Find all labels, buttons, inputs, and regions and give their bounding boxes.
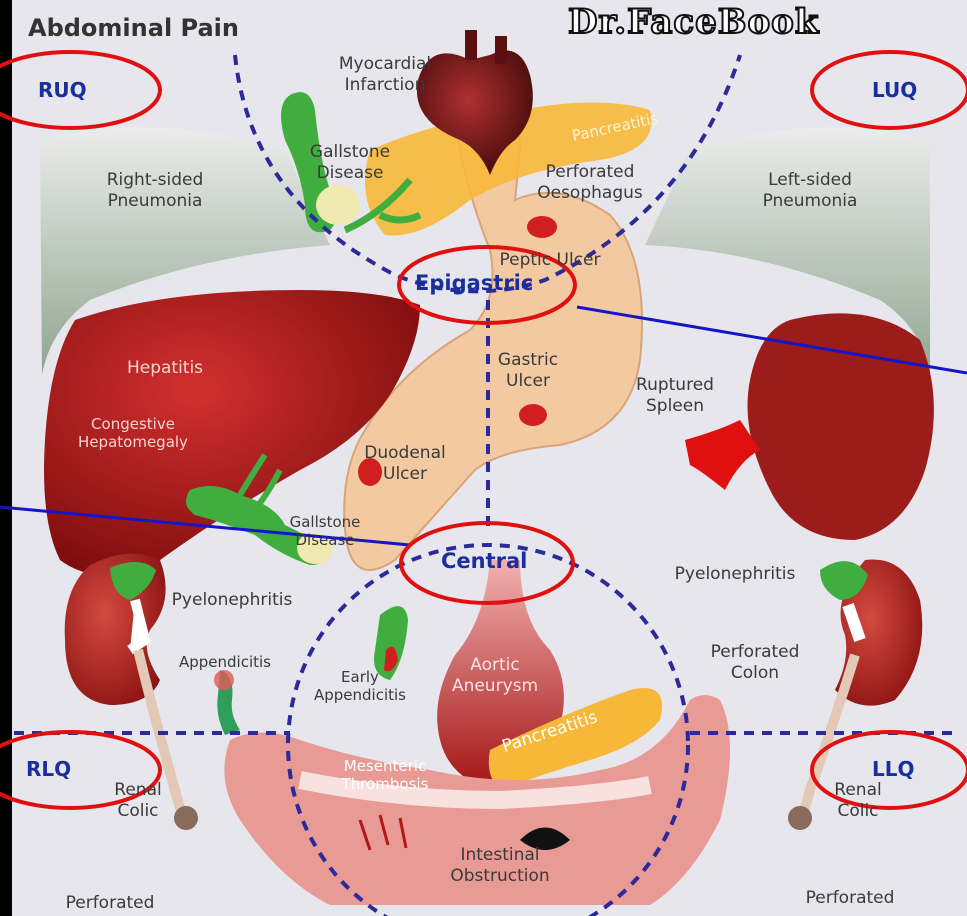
label-mesenteric-thrombosis: Mesenteric Thrombosis <box>320 757 450 793</box>
label-duodenal-ulcer: Duodenal Ulcer <box>350 443 460 485</box>
label-perforated-oesophagus: Perforated Oesophagus <box>525 162 655 204</box>
label-perforated-bottom-right: Perforated <box>790 888 910 909</box>
gallstone-top <box>316 185 360 225</box>
label-hepatitis: Hepatitis <box>110 358 220 379</box>
label-early-appendicitis: Early Appendicitis <box>295 668 425 704</box>
label-gastric-ulcer: Gastric Ulcer <box>478 350 578 392</box>
label-gallstone-disease-mid: Gallstone Disease <box>275 513 375 549</box>
label-perforated-bottom-left: Perforated <box>50 893 170 914</box>
label-appendicitis: Appendicitis <box>165 653 285 671</box>
region-ruq: RUQ <box>38 78 87 102</box>
page-title: Abdominal Pain <box>28 14 239 42</box>
label-pyelonephritis-left: Pyelonephritis <box>655 564 815 585</box>
brand-logo: Dr.FaceBook <box>568 2 819 42</box>
label-peptic-ulcer: Peptic Ulcer <box>485 250 615 271</box>
gastric-ulcer-spot <box>519 404 547 426</box>
peptic-ulcer-spot <box>527 216 557 238</box>
label-pyelonephritis-right: Pyelonephritis <box>152 590 312 611</box>
region-llq: LLQ <box>872 757 915 781</box>
appendix-inflamed <box>214 670 234 690</box>
label-renal-colic-left: Renal Colic <box>808 780 908 822</box>
label-gallstone-disease-top: Gallstone Disease <box>300 142 400 184</box>
label-renal-colic-right: Renal Colic <box>88 780 188 822</box>
region-rlq: RLQ <box>26 757 71 781</box>
label-myocardial-infarction: Myocardial Infarction <box>330 54 440 96</box>
heart-vessel-2 <box>495 36 507 64</box>
label-intestinal-obstruction: Intestinal Obstruction <box>430 845 570 887</box>
label-ruptured-spleen: Ruptured Spleen <box>620 375 730 417</box>
label-aortic-aneurysm: Aortic Aneurysm <box>435 655 555 697</box>
label-left-pneumonia: Left-sided Pneumonia <box>735 170 885 212</box>
label-congestive-hepatomegaly: Congestive Hepatomegaly <box>58 415 208 451</box>
region-epigastric: Epigastric <box>415 271 533 295</box>
region-luq: LUQ <box>872 78 917 102</box>
label-perforated-colon: Perforated Colon <box>695 642 815 684</box>
region-central: Central <box>441 549 527 573</box>
label-right-pneumonia: Right-sided Pneumonia <box>80 170 230 212</box>
heart-vessel <box>465 30 477 60</box>
